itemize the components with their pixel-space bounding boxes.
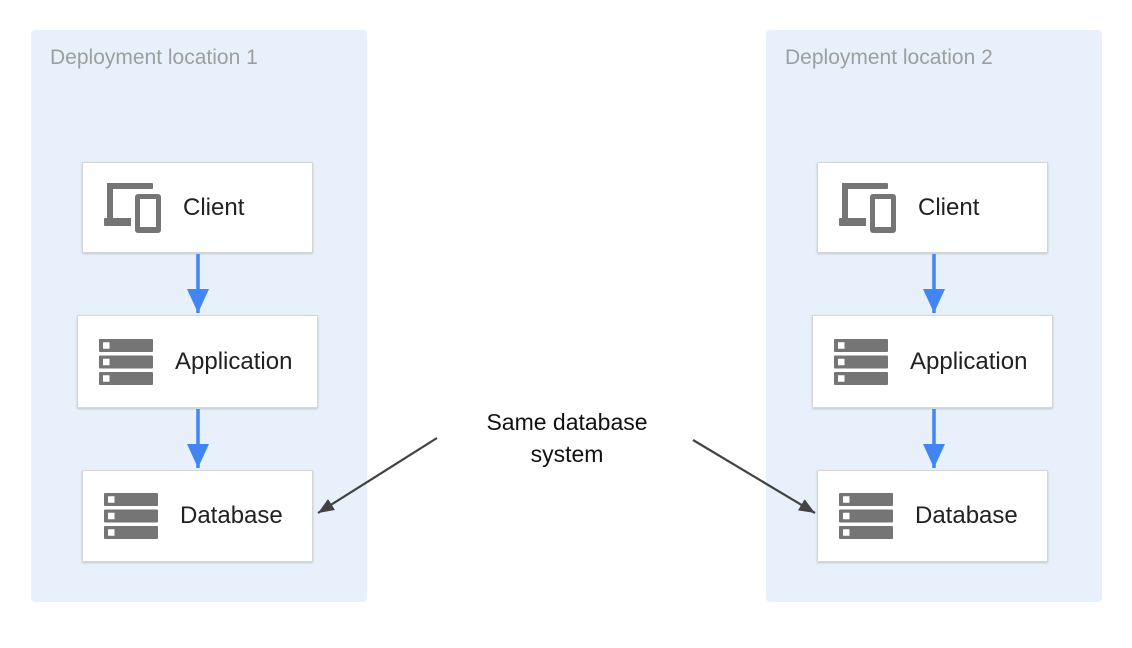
server-stack-icon (104, 493, 158, 539)
node-application-1: Application (77, 315, 318, 408)
deployment-panel-2: Deployment location 2 Client (766, 30, 1102, 602)
client-devices-icon (839, 182, 896, 233)
client-devices-icon (104, 182, 161, 233)
annotation-line-1: Same database (486, 409, 648, 435)
server-stack-icon (99, 338, 153, 385)
node-label: Database (915, 502, 1018, 529)
node-client-1: Client (82, 162, 313, 253)
node-label: Application (910, 347, 1028, 375)
node-label: Client (183, 193, 245, 221)
node-database-2: Database (817, 470, 1048, 562)
node-label: Application (175, 347, 293, 375)
panel-title-2: Deployment location 2 (785, 46, 993, 69)
annotation-line-2: system (530, 441, 604, 467)
node-application-2: Application (812, 315, 1053, 408)
node-label: Database (180, 502, 283, 529)
server-stack-icon (834, 338, 888, 385)
node-client-2: Client (817, 162, 1048, 253)
node-database-1: Database (82, 470, 313, 562)
panel-title-1: Deployment location 1 (50, 46, 258, 69)
same-database-annotation: Same database system (447, 406, 687, 470)
deployment-panel-1: Deployment location 1 Client (31, 30, 367, 602)
server-stack-icon (839, 493, 893, 539)
node-label: Client (918, 193, 980, 221)
